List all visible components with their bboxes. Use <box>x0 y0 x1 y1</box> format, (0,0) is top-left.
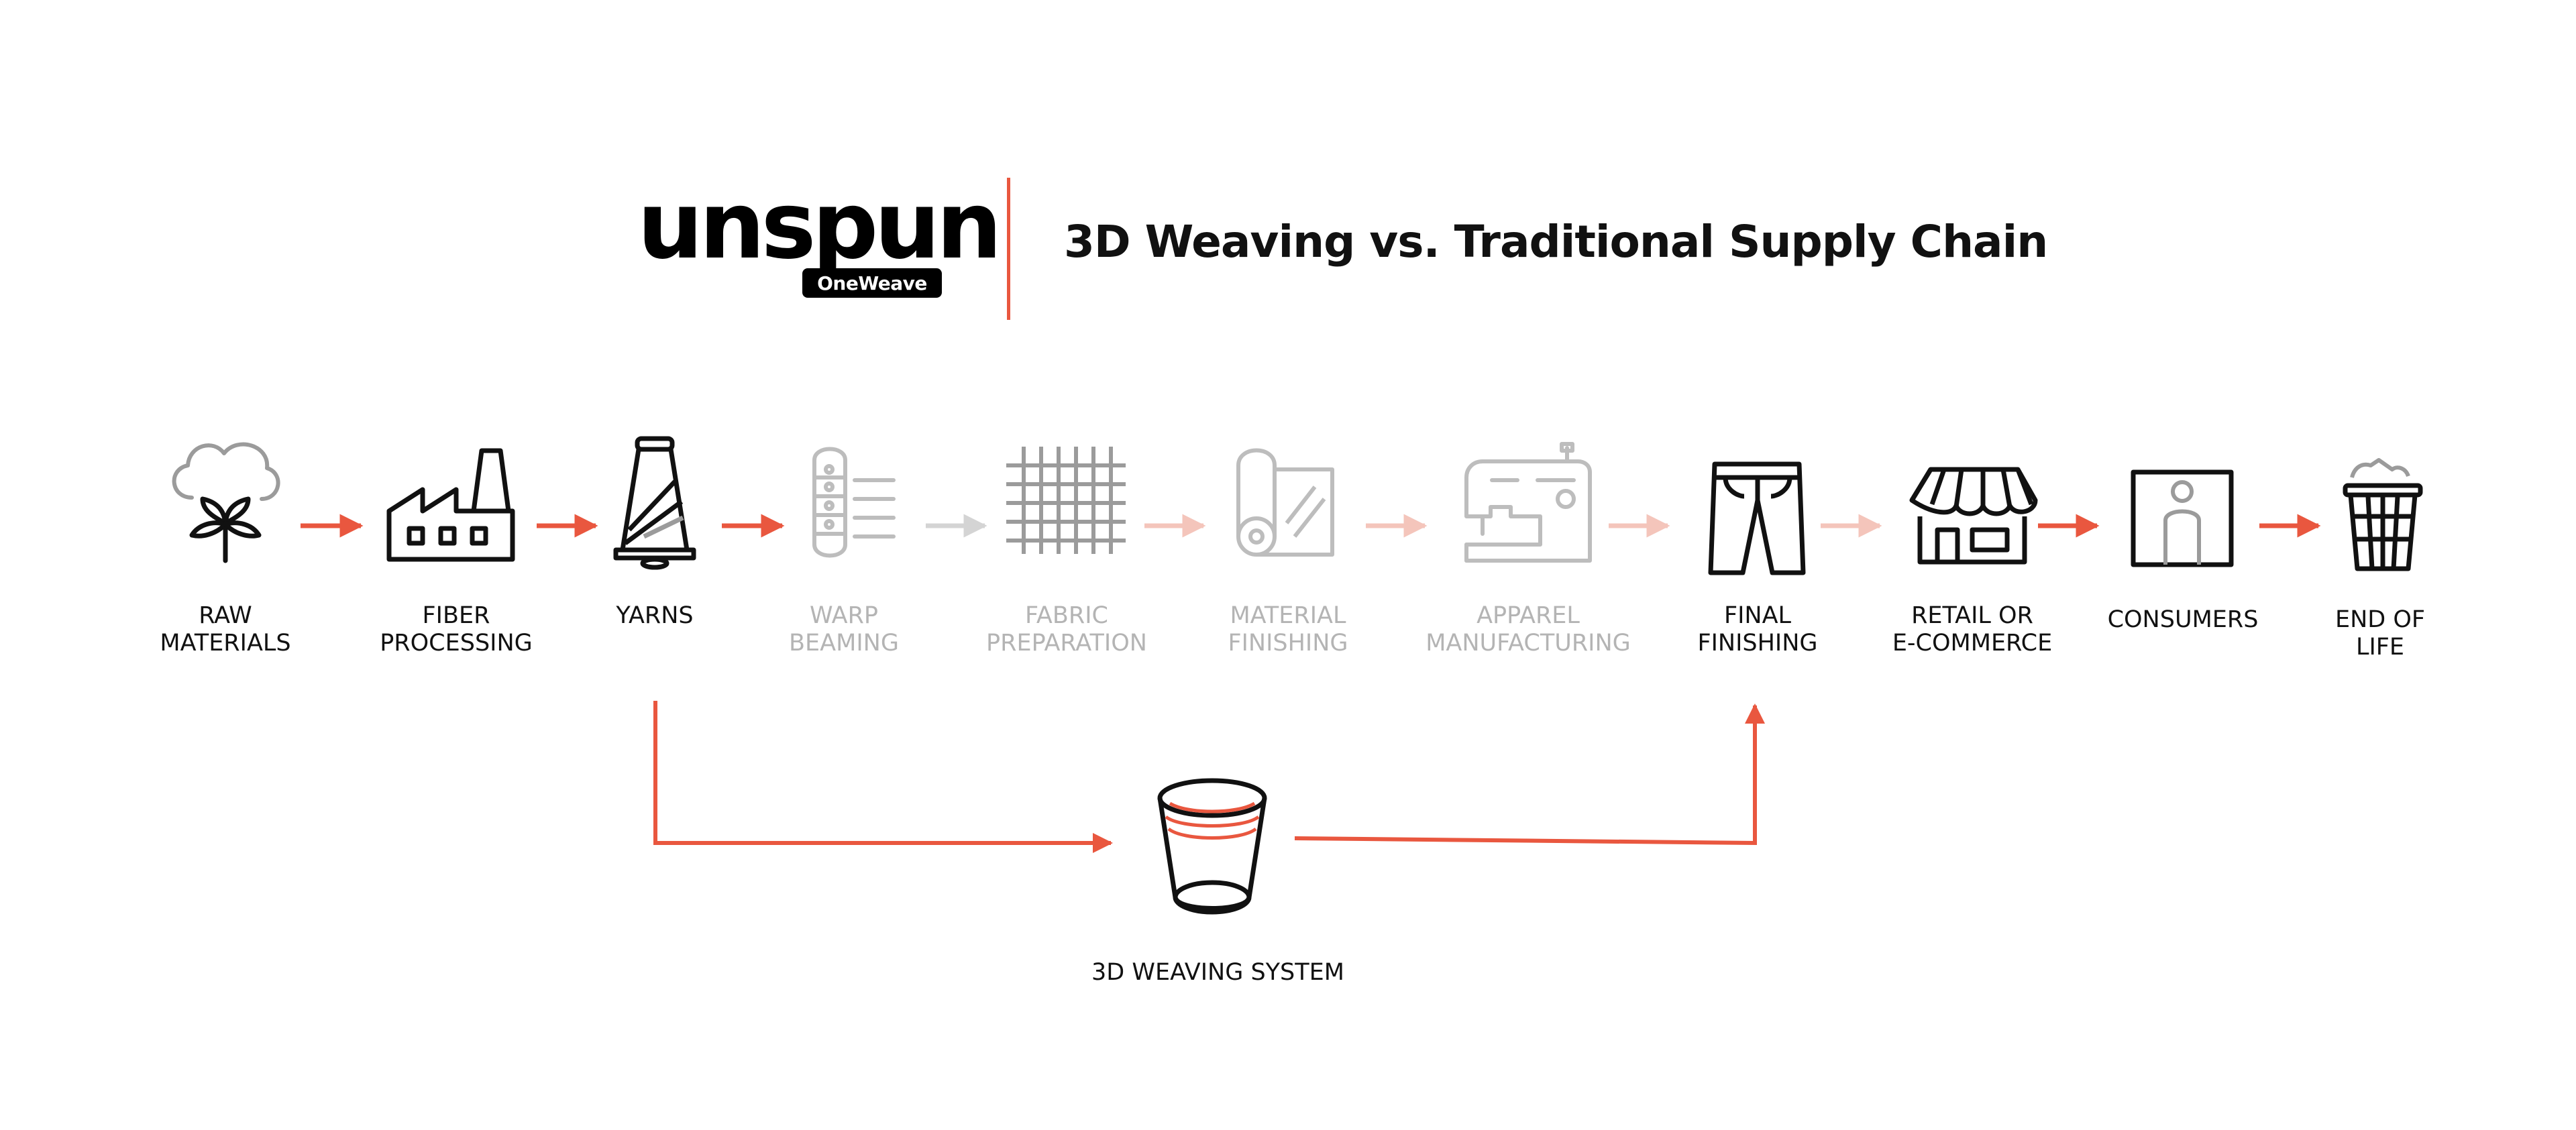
stage-label-line: CONSUMERS <box>2107 606 2259 633</box>
stage-label-line: E-COMMERCE <box>1892 630 2053 657</box>
stage-label-line: PROCESSING <box>380 630 533 657</box>
stage-label-line: MATERIAL <box>1230 602 1346 629</box>
waste-basket-icon <box>2343 458 2423 571</box>
stage-label-fiber-processing: FIBER PROCESSING <box>335 602 577 657</box>
pants-icon <box>1708 461 1806 575</box>
bypass-arrow-weaving-to-final <box>1294 703 1765 846</box>
stage-label-retail-ecommerce: RETAIL OR E-COMMERCE <box>1851 602 2093 657</box>
unspun-logo-wordmark: unspun <box>637 172 1002 280</box>
stage-label-apparel-manufacturing: APPAREL MANUFACTURING <box>1407 602 1649 657</box>
oneweave-badge: OneWeave <box>802 268 942 298</box>
stage-label-line: FINAL <box>1723 602 1792 629</box>
stage-label-line: FINISHING <box>1697 630 1818 657</box>
stage-label-line: RETAIL OR <box>1911 602 2033 629</box>
stage-label-fabric-preparation: FABRIC PREPARATION <box>946 602 1187 657</box>
stage-label-line: LIFE <box>2355 634 2405 661</box>
weaving-system-label: 3D WEAVING SYSTEM <box>1091 959 1344 986</box>
person-icon <box>2131 469 2234 567</box>
weaving-bypass-path <box>653 701 1765 853</box>
stage-label-line: FINISHING <box>1228 630 1348 657</box>
stage-label-warp-beaming: WARP BEAMING <box>723 602 965 657</box>
stage-label-end-of-life: END OF LIFE <box>2259 606 2501 661</box>
stage-label-line: RAW <box>199 602 252 629</box>
warp-beam-icon <box>812 447 896 558</box>
sewing-machine-icon <box>1464 442 1592 563</box>
fabric-roll-icon <box>1236 448 1334 557</box>
bypass-arrow-yarns-to-weaving <box>653 701 1113 853</box>
yarn-spool-icon <box>613 436 696 570</box>
stage-label-line: PREPARATION <box>986 630 1147 657</box>
stage-label-line: BEAMING <box>789 630 899 657</box>
stage-label-line: FIBER <box>422 602 490 629</box>
header-divider <box>1007 178 1010 320</box>
cotton-plant-icon <box>172 442 280 563</box>
storefront-icon <box>1909 467 2038 565</box>
stage-label-final-finishing: FINAL FINISHING <box>1637 602 1878 657</box>
fabric-grid-icon <box>1006 447 1126 554</box>
stage-label-consumers: CONSUMERS <box>2062 606 2304 634</box>
stage-label-line: FABRIC <box>1025 602 1108 629</box>
page-title: 3D Weaving vs. Traditional Supply Chain <box>1064 216 2048 268</box>
stage-label-material-finishing: MATERIAL FINISHING <box>1167 602 1409 657</box>
stage-label-line: MATERIALS <box>160 630 291 657</box>
stage-label-yarns: YARNS <box>534 602 775 630</box>
stage-label-line: APPAREL <box>1477 602 1580 629</box>
stage-label-line: WARP <box>809 602 879 629</box>
stage-label-line: YARNS <box>616 602 694 629</box>
stage-label-raw-materials: RAW MATERIALS <box>105 602 346 657</box>
stage-label-line: END OF <box>2334 606 2426 633</box>
stage-label-line: MANUFACTURING <box>1426 630 1631 657</box>
weaving-cup-icon <box>1157 778 1267 915</box>
factory-icon <box>386 448 515 562</box>
